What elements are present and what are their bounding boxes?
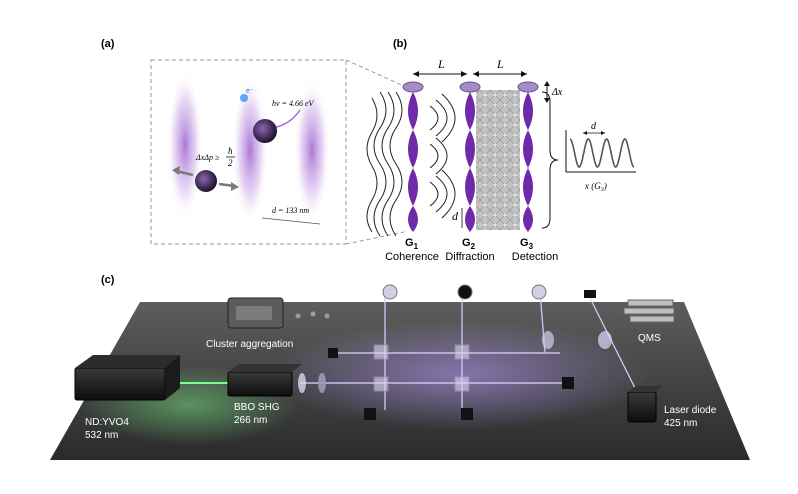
fringe-1 [167, 70, 203, 220]
grating-3-label: G3 [520, 237, 534, 251]
interference-pattern [476, 90, 520, 230]
mirror-mount [584, 290, 596, 298]
distance-label-1: L [437, 57, 445, 71]
plot-period-label: d [591, 121, 597, 132]
fringe-2 [232, 75, 268, 225]
grating-g3 [517, 81, 539, 232]
cluster-source [227, 297, 330, 329]
fringe-3 [294, 78, 330, 222]
spacing-line [261, 217, 321, 225]
laser-diode [627, 386, 662, 423]
diffraction-arcs [429, 93, 456, 219]
shift-label: Δx [551, 87, 563, 98]
uncertainty-den: 2 [228, 158, 233, 168]
fringe-plot: d x (G₃) [565, 121, 636, 191]
panel-a-label: (a) [101, 38, 115, 50]
laser-ndyvo4 [74, 355, 180, 401]
laser-1-name: ND:YVO4 [85, 417, 129, 428]
grating-mount-2 [457, 284, 473, 300]
shg-name: BBO SHG [234, 402, 280, 413]
uv-glow [270, 320, 650, 430]
distance-label-2: L [496, 57, 504, 71]
zoom-guide-bottom [345, 231, 405, 245]
grating-period: d [452, 209, 459, 223]
photon-icon [240, 94, 248, 102]
ionized-cluster-icon [253, 119, 277, 143]
laser-2-name: Laser diode [664, 405, 717, 416]
grating-g2 [459, 81, 481, 232]
role-diffraction: Diffraction [445, 251, 494, 263]
optics [298, 331, 612, 420]
uncertainty-lhs: ΔxΔp ≥ [195, 153, 220, 162]
photon-energy: hν = 4.66 eV [272, 99, 315, 108]
laser-1-wavelength: 532 nm [85, 430, 118, 441]
plot-line [569, 138, 635, 168]
incoming-wavefronts [366, 91, 403, 237]
plot-xlabel: x (G₃) [584, 181, 607, 191]
photon-symbol: e⁻ [246, 88, 254, 95]
grating-mount-3 [531, 284, 547, 300]
shg-wavelength: 266 nm [234, 415, 267, 426]
uncertainty-num: ħ [228, 146, 233, 156]
panel-a: (a) e⁻ hν = 4.66 eV ΔxΔp ≥ ħ 2 d = 133 n… [101, 38, 405, 245]
bbo-shg [227, 364, 302, 397]
grating-mount-1 [382, 284, 398, 300]
panel-c: (c) Cluster aggregation [50, 274, 750, 460]
role-detection: Detection [512, 251, 558, 263]
qms-device [623, 299, 675, 323]
detection-brace [541, 91, 559, 229]
grating-g1 [402, 81, 424, 232]
spacing-label: d = 133 nm [272, 206, 309, 215]
grating-2-label: G2 [462, 237, 476, 251]
zoom-guide-top [345, 59, 405, 87]
grating-1-label: G1 [405, 237, 419, 251]
cluster-label: Cluster aggregation [206, 339, 293, 350]
diode-beam [589, 297, 641, 399]
role-coherence: Coherence [385, 251, 439, 263]
panel-b-label: (b) [393, 38, 407, 50]
zoom-frame [150, 59, 347, 245]
panel-c-label: (c) [101, 274, 115, 286]
panel-b: (b) L L Δx [366, 38, 636, 263]
laser-2-wavelength: 425 nm [664, 418, 697, 429]
qms-label: QMS [638, 333, 661, 344]
cluster-icon [195, 170, 217, 192]
